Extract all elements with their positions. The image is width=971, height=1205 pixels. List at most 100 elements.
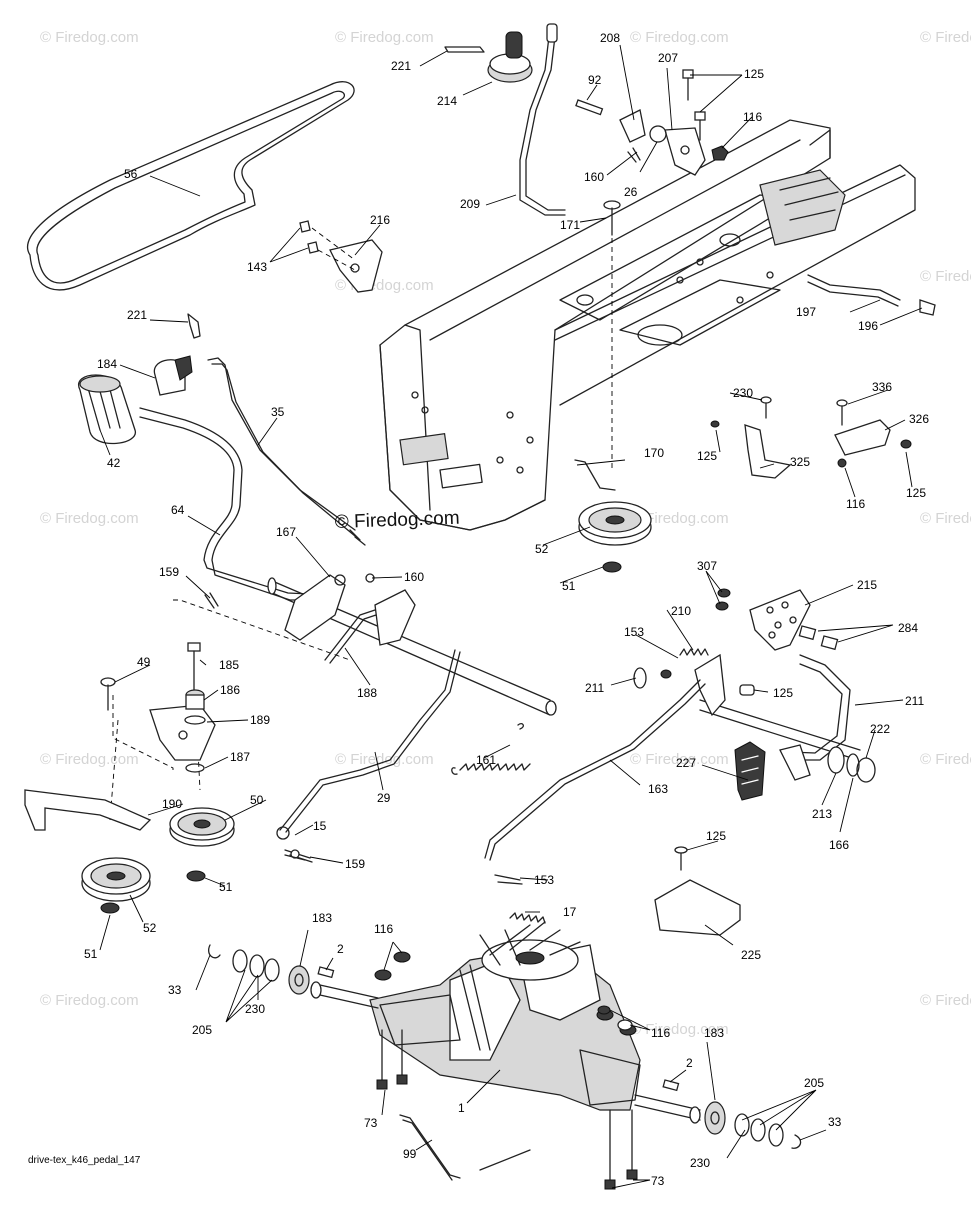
rod-197 — [807, 274, 936, 316]
bracket-325 — [710, 396, 792, 479]
bracket-225 — [654, 846, 741, 936]
callout-33: 33 — [168, 983, 182, 997]
bolts-73-right — [604, 1109, 638, 1190]
callout-186: 186 — [220, 683, 240, 697]
callout-51b: 51 — [84, 947, 98, 961]
grip-184 — [153, 355, 193, 396]
spring-161 — [451, 723, 531, 775]
watermark-text: © Firedog.com — [335, 29, 434, 46]
callout-189: 189 — [250, 713, 270, 727]
clip-221-top — [444, 46, 485, 53]
axle-left — [208, 944, 379, 1009]
callout-171: 171 — [560, 218, 580, 232]
plate-189 — [100, 642, 216, 773]
leader-lines — [99, 44, 923, 1189]
bolts-73-left — [376, 1029, 408, 1090]
callout-167: 167 — [276, 525, 296, 539]
pin-153-lower — [494, 874, 523, 885]
callout-206: 207 — [658, 51, 678, 65]
pedal-214 — [715, 588, 811, 651]
frame-chassis — [379, 119, 916, 531]
rod-163 — [484, 679, 706, 861]
callout-159: 159 — [159, 565, 179, 579]
callout-116b: 116 — [846, 497, 865, 511]
pulley-50 — [169, 807, 235, 882]
callout-225: 225 — [741, 948, 761, 962]
watermark-text: © Firedog.com — [920, 29, 971, 46]
callout-284: 284 — [898, 621, 918, 635]
callout-211b: 213 — [812, 807, 832, 821]
callout-33b: 33 — [828, 1115, 842, 1129]
callout-17: 17 — [563, 905, 577, 919]
callout-73: 73 — [364, 1116, 378, 1130]
watermark-text: © Firedog.com — [630, 29, 729, 46]
callout-1: 1 — [458, 1101, 465, 1115]
watermark-layer: © Firedog.com © Firedog.com © Firedog.co… — [40, 29, 971, 1038]
callout-99: 99 — [403, 1147, 417, 1161]
callout-29: 29 — [377, 791, 391, 805]
rod-29 — [276, 649, 461, 863]
cable-35 — [207, 357, 366, 546]
figure-id: drive-tex_k46_pedal_147 — [28, 1155, 141, 1166]
callout-92: 92 — [588, 73, 602, 87]
watermark-text: © Firedog.com — [630, 510, 729, 527]
callout-116d: 116 — [651, 1026, 670, 1040]
callout-230: 230 — [245, 1002, 265, 1016]
callout-207: 208 — [600, 31, 620, 45]
watermark-text: © Firedog.com — [920, 751, 971, 768]
bracket-190 — [24, 789, 152, 831]
callout-160b: 160 — [404, 570, 424, 584]
callout-216: 216 — [370, 213, 390, 227]
callout-221: 221 — [391, 59, 411, 73]
pivot-assembly-206 — [575, 99, 706, 176]
nuts-116-bottom — [597, 1005, 633, 1031]
callout-49: 49 — [137, 655, 151, 669]
callout-73b: 73 — [651, 1174, 665, 1188]
spring-208 — [679, 648, 755, 717]
callout-170: 170 — [644, 446, 664, 460]
callout-196: 196 — [858, 319, 878, 333]
callout-183b: 183 — [704, 1026, 724, 1040]
callout-153b: 153 — [534, 873, 554, 887]
callout-210: 211 — [905, 694, 924, 708]
callout-221b: 221 — [127, 308, 147, 322]
spring-17 — [509, 912, 546, 924]
callout-116c: 116 — [374, 922, 393, 936]
center-watermark: © Firedog.com — [334, 508, 460, 533]
pin-159-bottom — [284, 854, 306, 861]
callout-197: 197 — [796, 305, 816, 319]
watermark-text: © Firedog.com — [630, 1021, 729, 1038]
callout-51: 51 — [219, 880, 233, 894]
pad-215 — [734, 741, 766, 801]
callout-159b: 159 — [345, 857, 365, 871]
watermark-text: © Firedog.com — [40, 510, 139, 527]
callout-326: 326 — [909, 412, 929, 426]
callout-15: 15 — [313, 819, 327, 833]
callout-labels: 221 214 92 208 207 125 116 160 26 209 56… — [84, 31, 929, 1188]
callout-143: 143 — [247, 260, 267, 274]
callout-2b: 2 — [686, 1056, 693, 1070]
callout-190: 190 — [162, 797, 182, 811]
lever-209 — [519, 23, 566, 216]
callout-125c: 125 — [706, 829, 726, 843]
bolt-171 — [603, 200, 621, 470]
washers-211-222 — [633, 667, 876, 783]
callout-185: 185 — [219, 658, 239, 672]
watermark-text: © Firedog.com — [920, 992, 971, 1009]
pin-159-top — [204, 592, 219, 609]
watermark-text: © Firedog.com — [920, 268, 971, 285]
bracket-216 — [299, 220, 383, 293]
callout-211: 211 — [585, 681, 604, 695]
callout-56: 56 — [124, 167, 138, 181]
axle-right — [634, 1079, 802, 1149]
callout-116: 116 — [743, 110, 762, 124]
watermark-text: © Firedog.com — [40, 29, 139, 46]
watermark-text: © Firedog.com — [630, 751, 729, 768]
callout-205: 205 — [192, 1023, 212, 1037]
callout-222: 222 — [870, 722, 890, 736]
bracket-326 — [834, 399, 912, 468]
watermark-text: © Firedog.com — [40, 751, 139, 768]
callout-307: 307 — [697, 559, 717, 573]
watermark-text: © Firedog.com — [920, 510, 971, 527]
